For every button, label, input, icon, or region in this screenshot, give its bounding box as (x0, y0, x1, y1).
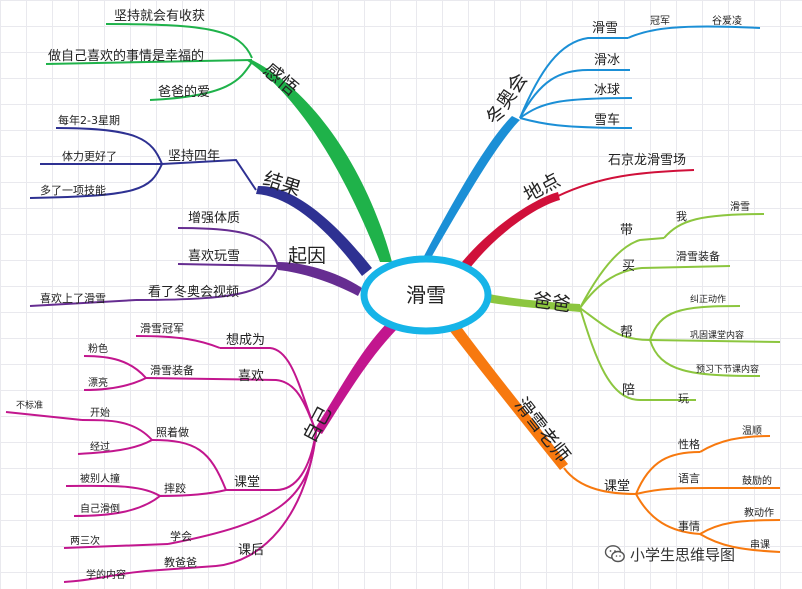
ziji-jingguo: 经过 (90, 440, 110, 453)
ziji-xuehui: 学会 (170, 529, 192, 543)
branch-baba (478, 292, 580, 312)
ziji-beiren: 被别人撞 (80, 472, 120, 485)
ziji-kaishi: 开始 (90, 406, 110, 419)
laoshi-xingge: 性格 (678, 437, 700, 451)
ziji-fense: 粉色 (88, 342, 108, 355)
baba-bang: 帮 (620, 325, 633, 340)
laoshi-shiqing: 事情 (678, 520, 700, 533)
baba-bang-0: 纠正动作 (690, 293, 726, 305)
ziji-zijihua: 自己滑倒 (80, 502, 120, 515)
ganwu-item-0: 坚持就会有收获 (114, 9, 205, 24)
label-qiyin: 起因 (288, 245, 326, 267)
ziji-liangsanci: 两三次 (70, 534, 100, 547)
branch-ziji (314, 320, 400, 434)
branch-didian (462, 192, 560, 268)
laoshi-chuanke: 串课 (750, 539, 770, 551)
main-branches (246, 60, 580, 470)
baba-bang-2: 预习下节课内容 (696, 363, 759, 375)
jieguo-item-0: 每年2-3星期 (58, 113, 120, 127)
ziji-xuedeneirong: 学的内容 (86, 568, 126, 581)
laoshi-guli: 鼓励的 (742, 474, 772, 487)
baba-pei: 陪 (622, 383, 635, 398)
label-laoshi: 滑雪老师 (510, 394, 574, 467)
baba-zhuangbei: 滑雪装备 (676, 249, 720, 263)
watermark-text: 小学生思维导图 (630, 545, 736, 564)
dongaohui-item-0: 滑雪 (592, 21, 618, 36)
ziji-piaoliang: 漂亮 (88, 376, 108, 389)
laoshi-yuyan: 语言 (678, 472, 700, 485)
didian-leaf: 石京龙滑雪场 (608, 153, 686, 168)
wechat-icon (604, 545, 625, 563)
branch-dongaohui (424, 116, 520, 256)
laoshi-ketang: 课堂 (604, 479, 630, 494)
ziji-ketang: 课堂 (234, 475, 260, 490)
ziji-xihuan: 喜欢 (238, 369, 264, 384)
dongaohui-guaiyi: 谷爱凌 (712, 14, 742, 27)
ziji-zhaozhe: 照着做 (156, 425, 189, 439)
branch-jieguo (256, 185, 372, 276)
baba-dai: 带 (620, 223, 633, 238)
dongaohui-item-2: 冰球 (594, 83, 620, 98)
dongaohui-item-1: 滑冰 (594, 53, 620, 68)
ziji-shuaijiao: 摔跤 (164, 481, 186, 495)
laoshi-wenshun: 温顺 (742, 425, 762, 437)
ziji-xiang: 想成为 (226, 332, 265, 348)
baba-huaxue: 滑雪 (730, 201, 750, 213)
ziji-xiang-leaf: 滑雪冠军 (140, 322, 184, 335)
ziji-kehou: 课后 (238, 543, 264, 558)
ziji-jiaobaba: 教爸爸 (164, 556, 197, 569)
qiyin-item-1: 喜欢玩雪 (188, 249, 240, 264)
label-baba: 爸爸 (531, 289, 572, 316)
qiyin-leaf: 喜欢上了滑雪 (40, 291, 106, 305)
laoshi-jiaodongzuo: 教动作 (744, 506, 774, 519)
baba-wan: 玩 (678, 392, 689, 405)
sub-labels: 坚持就会有收获 做自己喜欢的事情是幸福的 爸爸的爱 坚持四年 每年2-3星期 体… (16, 9, 774, 581)
branch-qiyin (278, 262, 362, 296)
qiyin-item-2: 看了冬奥会视频 (148, 284, 239, 300)
ganwu-item-1: 做自己喜欢的事情是幸福的 (48, 48, 204, 64)
baba-mai: 买 (622, 259, 635, 274)
dongaohui-item-3: 雪车 (594, 112, 620, 128)
baba-bang-1: 巩固课堂内容 (690, 329, 744, 341)
jieguo-sub: 坚持四年 (168, 149, 220, 164)
dongaohui-guanjun: 冠军 (650, 15, 670, 27)
center-node: 滑雪 (360, 255, 492, 335)
sub-lines (5, 23, 781, 583)
baba-wo: 我 (676, 210, 687, 223)
jieguo-item-1: 体力更好了 (62, 149, 117, 163)
ziji-zhuangbei: 滑雪装备 (150, 363, 194, 377)
qiyin-item-0: 增强体质 (188, 211, 240, 226)
branch-laoshi (446, 320, 568, 470)
jieguo-item-2: 多了一项技能 (40, 183, 106, 197)
ganwu-item-2: 爸爸的爱 (158, 84, 210, 100)
watermark: 小学生思维导图 (604, 543, 735, 565)
center-label: 滑雪 (406, 283, 446, 307)
branch-ganwu (246, 60, 392, 262)
ziji-bubiaozhun: 不标准 (16, 399, 43, 411)
